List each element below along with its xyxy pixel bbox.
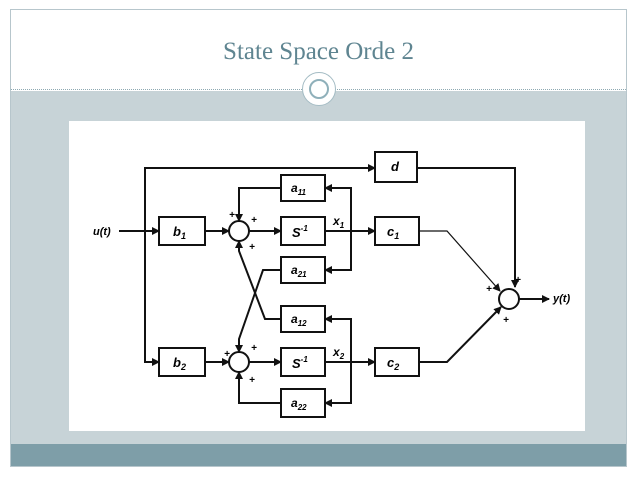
plus-sign: + — [503, 315, 509, 326]
plus-sign: + — [249, 242, 255, 253]
block-a12: a12 — [280, 305, 326, 333]
block-int2: S-1 — [280, 347, 326, 377]
signal-line — [324, 315, 352, 362]
block-b1: b1 — [158, 216, 206, 246]
plus-sign: + — [249, 375, 255, 386]
signal-line — [324, 231, 352, 274]
state-space-block-diagram: b1 b2 a11 S-1 a21 a12 S-1 a22 — [93, 151, 570, 418]
block-a11: a11 — [280, 174, 326, 202]
block-c1: c1 — [374, 216, 420, 246]
block-a21-label: a21 — [291, 263, 307, 279]
block-int1: S-1 — [280, 216, 326, 246]
signal-line — [144, 231, 160, 366]
block-int2-label: S-1 — [292, 355, 308, 371]
plus-sign: + — [251, 343, 257, 354]
state-x2-label: x2 — [332, 345, 345, 361]
block-d: d — [374, 151, 418, 183]
block-a22: a22 — [280, 388, 326, 418]
signal-line — [235, 269, 281, 353]
signal-line — [235, 240, 281, 320]
signal-line — [235, 187, 281, 222]
diagram-panel: b1 b2 a11 S-1 a21 a12 S-1 a22 — [69, 121, 585, 431]
block-d-label: d — [391, 159, 400, 174]
slide-title: State Space Orde 2 — [223, 38, 414, 65]
signal-line — [324, 184, 352, 231]
summing-junction-2 — [228, 351, 250, 373]
signal-line — [144, 164, 376, 231]
block-a21: a21 — [280, 256, 326, 284]
footer-band — [11, 444, 626, 466]
block-c2-label: c2 — [387, 355, 399, 372]
block-b2-label: b2 — [173, 355, 186, 372]
plus-sign: + — [486, 284, 492, 295]
output-label: y(t) — [552, 293, 570, 305]
block-c2: c2 — [374, 347, 420, 377]
block-a22-label: a22 — [291, 396, 307, 412]
block-a12-label: a12 — [291, 312, 307, 328]
plus-sign: + — [224, 349, 230, 360]
signal-line — [235, 371, 281, 404]
signal-line — [419, 230, 501, 292]
plus-sign: + — [251, 215, 257, 226]
plus-sign: + — [229, 210, 235, 221]
divider-ornament-icon — [302, 72, 336, 106]
input-label: u(t) — [93, 226, 111, 238]
signal-line — [419, 306, 502, 363]
block-int1-label: S-1 — [292, 224, 308, 240]
block-c1-label: c1 — [387, 224, 399, 241]
block-b2: b2 — [158, 347, 206, 377]
signal-line — [324, 362, 352, 407]
block-a11-label: a11 — [291, 181, 307, 197]
summing-junction-output — [498, 288, 520, 310]
block-b1-label: b1 — [173, 224, 186, 241]
summing-junction-1 — [228, 220, 250, 242]
signal-line — [417, 167, 519, 288]
state-x1-label: x1 — [332, 214, 345, 230]
